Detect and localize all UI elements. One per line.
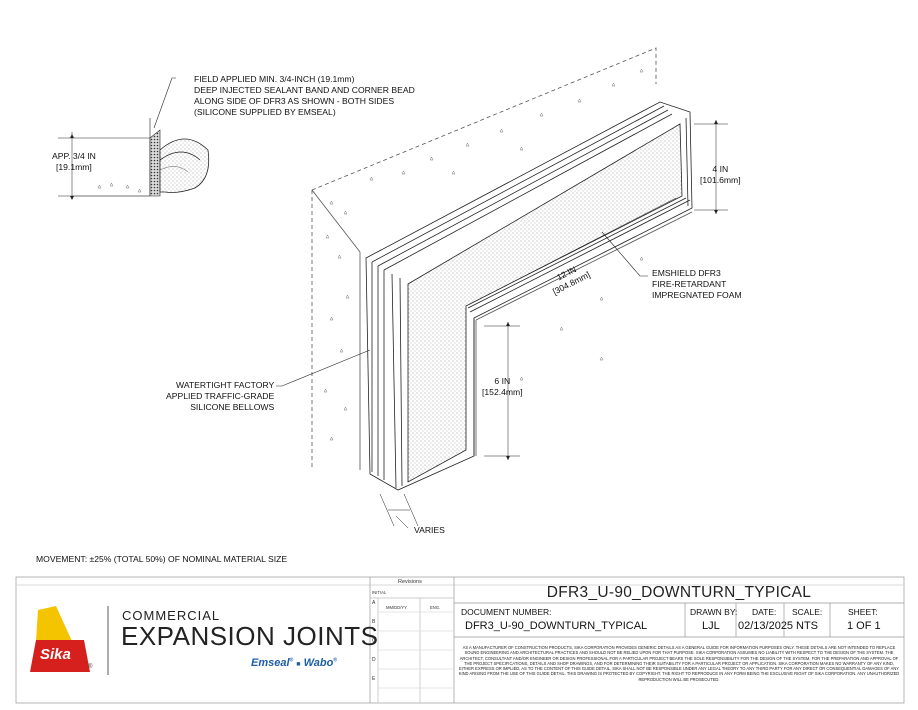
revisions-date-col: MM/DD/YY [386, 605, 407, 610]
sheet-value: 1 OF 1 [847, 620, 881, 632]
inset-detail [58, 77, 210, 200]
label-watertight: WATERTIGHT FACTORY APPLIED TRAFFIC-GRADE… [166, 380, 275, 412]
brand-expansion-joints: EXPANSION JOINTS [121, 621, 379, 651]
sika-logo-text: Sika [40, 646, 71, 663]
isometric-detail [311, 47, 693, 491]
drawn-by: LJL [702, 620, 720, 632]
doc-number-label: DOCUMENT NUMBER: [461, 607, 552, 617]
label-four-in: 4 IN [101.6mm] [700, 164, 741, 185]
sheet-label: SHEET: [848, 607, 878, 617]
sika-logo-icon [30, 606, 90, 672]
sika-registered: ® [88, 664, 93, 670]
drawing-title: DFR3_U-90_DOWNTURN_TYPICAL [546, 584, 812, 601]
label-movement: MOVEMENT: ±25% (TOTAL 50%) OF NOMINAL MA… [36, 554, 288, 564]
brand-commercial: COMMERCIAL [122, 608, 221, 623]
label-emshield: EMSHIELD DFR3 FIRE-RETARDANT IMPREGNATED… [652, 268, 742, 300]
brand-separator: ■ [296, 661, 301, 668]
date-value: 02/13/2025 [738, 620, 794, 632]
label-app-dim: APP. 3/4 IN [19.1mm] [52, 151, 96, 172]
label-field-applied: FIELD APPLIED MIN. 3/4-INCH (19.1mm) DEE… [194, 74, 415, 117]
brand-wabo: Wabo [303, 657, 334, 669]
scale-label: SCALE: [792, 607, 823, 617]
revision-row-e: E [372, 676, 376, 682]
dimensions [276, 120, 728, 529]
label-varies: VARIES [414, 525, 445, 535]
brand-emseal: Emseal [251, 657, 290, 669]
brand-subline: Emseal® ■ Wabo® [251, 657, 337, 669]
doc-number: DFR3_U-90_DOWNTURN_TYPICAL [465, 620, 648, 632]
brand-wabo-reg: ® [333, 657, 338, 664]
drawn-by-label: DRAWN BY: [690, 607, 738, 617]
revision-row-b: B [372, 619, 376, 625]
revisions-initial: INITIAL [372, 590, 387, 595]
date-label: DATE: [752, 607, 777, 617]
disclaimer-text: AS A MANUFACTURER OF CONSTRUCTION PRODUC… [458, 645, 900, 682]
revisions-eng-col: ENG. [430, 605, 441, 610]
concrete-aggregate [323, 68, 644, 441]
revisions-title: Revisions [398, 579, 422, 585]
label-six-in: 6 IN [152.4mm] [482, 376, 523, 397]
scale-value: NTS [796, 620, 818, 632]
title-block-frame [15, 576, 905, 704]
revision-row-c: C [372, 638, 376, 644]
revision-row-d: D [372, 657, 376, 663]
revision-row-a: A [372, 600, 376, 606]
brand-emseal-reg: ® [289, 657, 294, 664]
